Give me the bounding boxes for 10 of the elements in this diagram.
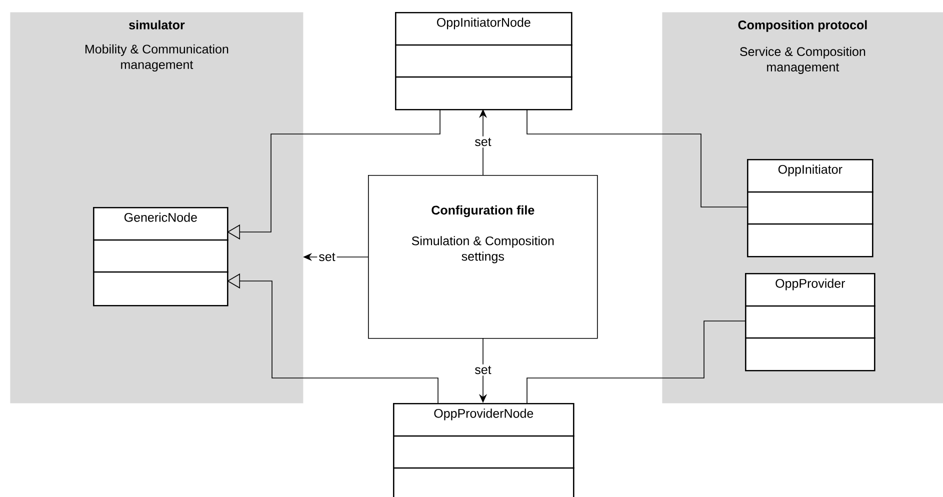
edge-label: set [475,366,492,374]
arrow [227,108,440,240]
class-box: OppProvider [745,273,876,372]
edge-label: set [475,138,492,146]
config-box: Configuration file Simulation & Composition settings [368,175,598,339]
class-box: OppProviderNode [393,403,574,497]
class-box: GenericNode [93,207,228,306]
class-box: OppInitiator [747,159,874,258]
edge-label: set [319,252,336,262]
class-box: OppInitiatorNode [395,12,572,110]
